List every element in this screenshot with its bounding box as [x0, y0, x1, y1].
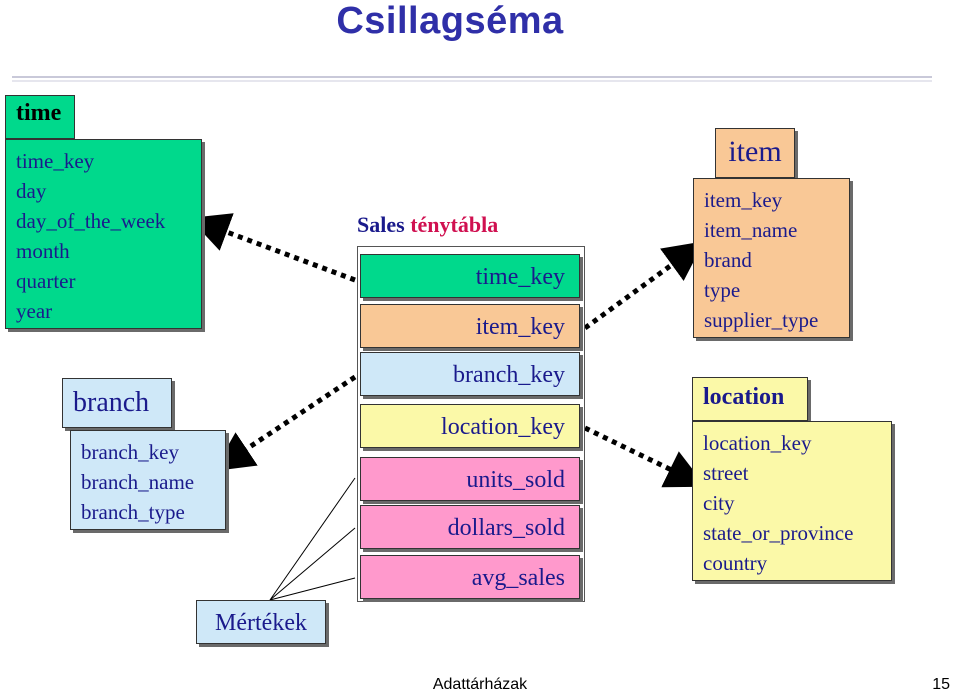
time-attr: year — [16, 299, 53, 323]
time-attr: day_of_the_week — [16, 209, 166, 233]
branch-table-header: branch — [62, 378, 172, 428]
item-connector — [583, 241, 705, 331]
time-connector — [189, 213, 356, 283]
location-connector — [583, 425, 706, 488]
branch-table-name: branch — [73, 387, 150, 418]
footer-text: Adattárházak — [432, 676, 528, 693]
branch-attr: branch_type — [81, 500, 185, 524]
branch-attributes: branch_key branch_name branch_type — [70, 430, 226, 530]
branch-connector — [213, 374, 357, 472]
branch-attr: branch_key — [81, 440, 179, 464]
item-attr: brand — [704, 248, 752, 272]
item-attr: supplier_type — [704, 308, 819, 332]
location-attr: city — [703, 491, 735, 515]
branch-attr: branch_name — [81, 470, 195, 494]
location-attr: country — [703, 551, 768, 575]
fact-measure-units-sold: units_sold — [360, 457, 580, 501]
fact-key-location: location_key — [360, 404, 580, 448]
fact-table-caption: Sales ténytábla — [357, 212, 597, 242]
item-attr: item_key — [704, 188, 783, 212]
page-number: 15 — [932, 676, 950, 693]
location-attr: location_key — [703, 431, 812, 455]
location-table-header: location — [692, 377, 808, 421]
item-table-name: item — [728, 135, 782, 168]
fact-key-item: item_key — [360, 304, 580, 348]
fact-caption-suffix: ténytábla — [410, 212, 499, 237]
item-attr: type — [704, 278, 741, 302]
slide-title: Csillagséma — [336, 0, 564, 42]
measure-pointer-1 — [269, 477, 356, 601]
location-attributes: location_key street city state_or_provin… — [692, 421, 892, 581]
location-attr: state_or_province — [703, 521, 854, 545]
fact-caption-prefix: Sales — [357, 212, 405, 237]
time-table-header: time — [5, 95, 75, 139]
fact-key-branch: branch_key — [360, 352, 580, 396]
time-attributes: time_key day day_of_the_week month quart… — [5, 139, 202, 329]
location-attr: street — [703, 461, 749, 485]
time-attr: month — [16, 239, 70, 263]
measure-pointer-3 — [269, 577, 356, 601]
fact-key-time: time_key — [360, 254, 580, 298]
time-table-name: time — [16, 100, 62, 126]
item-table-header: item — [715, 128, 795, 178]
fact-measure-avg-sales: avg_sales — [360, 555, 580, 599]
measure-pointer-2 — [269, 527, 356, 601]
time-attr: time_key — [16, 149, 95, 173]
location-table-name: location — [703, 384, 785, 410]
measures-label: Mértékek — [196, 600, 326, 644]
title-divider — [12, 76, 932, 82]
fact-measure-dollars-sold: dollars_sold — [360, 505, 580, 549]
time-attr: day — [16, 179, 47, 203]
item-attr: item_name — [704, 218, 798, 242]
item-attributes: item_key item_name brand type supplier_t… — [693, 178, 850, 338]
time-attr: quarter — [16, 269, 76, 293]
